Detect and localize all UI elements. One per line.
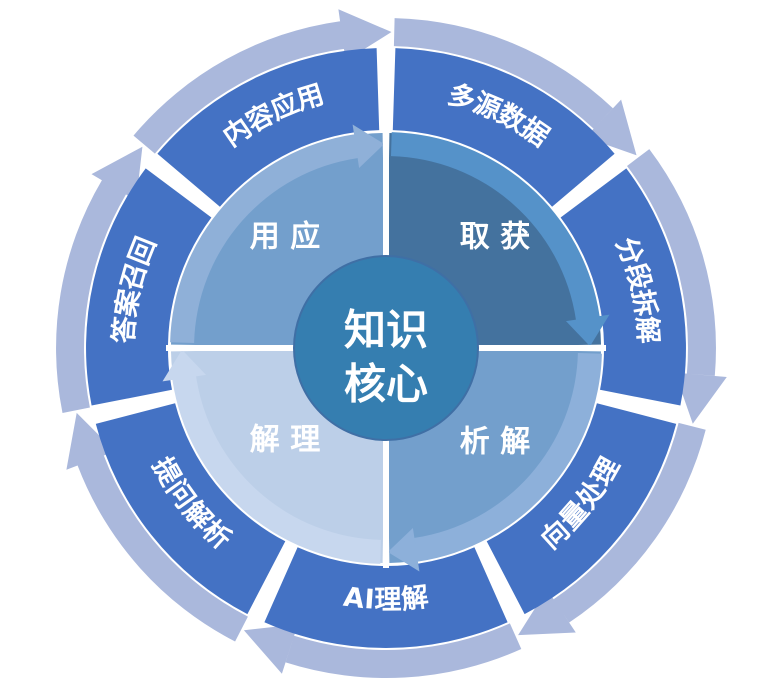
segment-3: 向量处理 xyxy=(486,403,706,636)
outer-arrow xyxy=(133,9,392,154)
segment-2: 分段拆解 xyxy=(560,149,727,424)
quadrant-arrow xyxy=(391,132,610,347)
segment-band xyxy=(560,168,686,406)
quadrant-arrow xyxy=(170,124,385,343)
segment-label-text: AI理解 xyxy=(342,581,430,615)
segment-1: 多源数据 xyxy=(392,18,637,207)
segment-band xyxy=(264,547,508,648)
quadrant-label: 取 获 xyxy=(460,220,530,255)
center-title-line2: 核心 xyxy=(344,360,428,409)
segment-band xyxy=(486,403,677,615)
segment-band xyxy=(157,48,380,207)
segment-band xyxy=(392,48,615,207)
segment-6: 答案召回 xyxy=(56,146,212,413)
segment-band xyxy=(95,403,286,615)
segment-label: AI理解 xyxy=(342,581,430,615)
segment-band xyxy=(86,168,212,406)
segment-7: 内容应用 xyxy=(133,9,392,207)
outer-arrow xyxy=(518,422,706,636)
outer-arrow xyxy=(66,412,248,642)
outer-arrow xyxy=(393,18,637,156)
quadrant-arrow xyxy=(162,349,381,564)
quadrant-label: 解 理 xyxy=(250,423,320,458)
outer-arrow xyxy=(627,149,727,424)
center-circle xyxy=(293,255,479,441)
quadrant-label: 用 应 xyxy=(250,220,320,255)
outer-arrow xyxy=(56,146,143,413)
center-circle-group: 知识 核心 xyxy=(293,255,479,441)
outer-arrow xyxy=(243,623,522,679)
segment-4: AI理解 xyxy=(243,547,522,679)
center-title-line1: 知识 xyxy=(344,306,428,355)
quadrant-arrow xyxy=(387,353,602,572)
quadrant-label: 析 解 xyxy=(460,425,530,460)
